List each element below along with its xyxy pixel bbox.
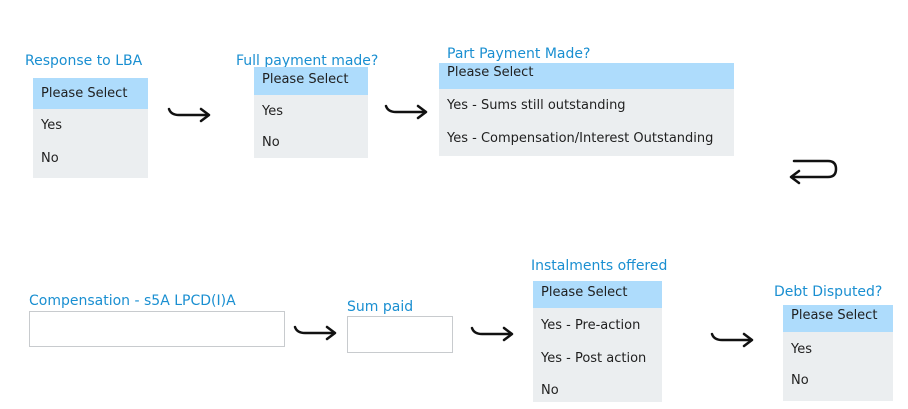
part-payment-made-label: Part Payment Made? [447, 46, 591, 62]
right-hook-arrow-icon [293, 325, 337, 341]
debt-disputed-listbox[interactable]: Please Select Yes No [783, 305, 893, 401]
debt-disputed-option-yes[interactable]: Yes [791, 342, 812, 357]
right-hook-arrow-icon [470, 326, 514, 342]
full-payment-made-option-yes[interactable]: Yes [262, 104, 283, 119]
full-payment-made-label: Full payment made? [236, 53, 379, 69]
right-hook-arrow-icon [167, 107, 211, 123]
response-to-lba-option-yes[interactable]: Yes [41, 118, 62, 133]
compensation-input[interactable] [29, 311, 285, 347]
debt-disputed-option-please-select[interactable]: Please Select [783, 305, 893, 332]
sum-paid-input[interactable] [347, 316, 453, 353]
compensation-label: Compensation - s5A LPCD(I)A [29, 293, 236, 309]
right-hook-arrow-icon [710, 332, 754, 348]
response-to-lba-option-please-select[interactable]: Please Select [33, 78, 148, 109]
part-payment-made-listbox[interactable]: Please Select Yes - Sums still outstandi… [439, 63, 734, 156]
instalments-offered-label: Instalments offered [531, 258, 668, 274]
part-payment-made-option-compensation-outstanding[interactable]: Yes - Compensation/Interest Outstanding [447, 131, 714, 146]
debt-disputed-option-no[interactable]: No [791, 373, 809, 388]
instalments-offered-option-no[interactable]: No [541, 383, 559, 398]
return-arrow-icon [789, 159, 838, 185]
response-to-lba-option-no[interactable]: No [41, 151, 59, 166]
debt-disputed-label: Debt Disputed? [774, 284, 883, 300]
instalments-offered-listbox[interactable]: Please Select Yes - Pre-action Yes - Pos… [533, 281, 662, 402]
sum-paid-label: Sum paid [347, 299, 414, 315]
full-payment-made-listbox[interactable]: Please Select Yes No [254, 67, 368, 158]
instalments-offered-option-post-action[interactable]: Yes - Post action [541, 351, 647, 366]
full-payment-made-option-no[interactable]: No [262, 135, 280, 150]
part-payment-made-option-please-select[interactable]: Please Select [439, 63, 734, 89]
part-payment-made-option-sums-outstanding[interactable]: Yes - Sums still outstanding [447, 98, 626, 113]
response-to-lba-label: Response to LBA [25, 53, 143, 69]
instalments-offered-option-please-select[interactable]: Please Select [533, 281, 662, 308]
instalments-offered-option-pre-action[interactable]: Yes - Pre-action [541, 318, 641, 333]
response-to-lba-listbox[interactable]: Please Select Yes No [33, 78, 148, 178]
right-hook-arrow-icon [384, 104, 428, 120]
full-payment-made-option-please-select[interactable]: Please Select [254, 67, 368, 95]
